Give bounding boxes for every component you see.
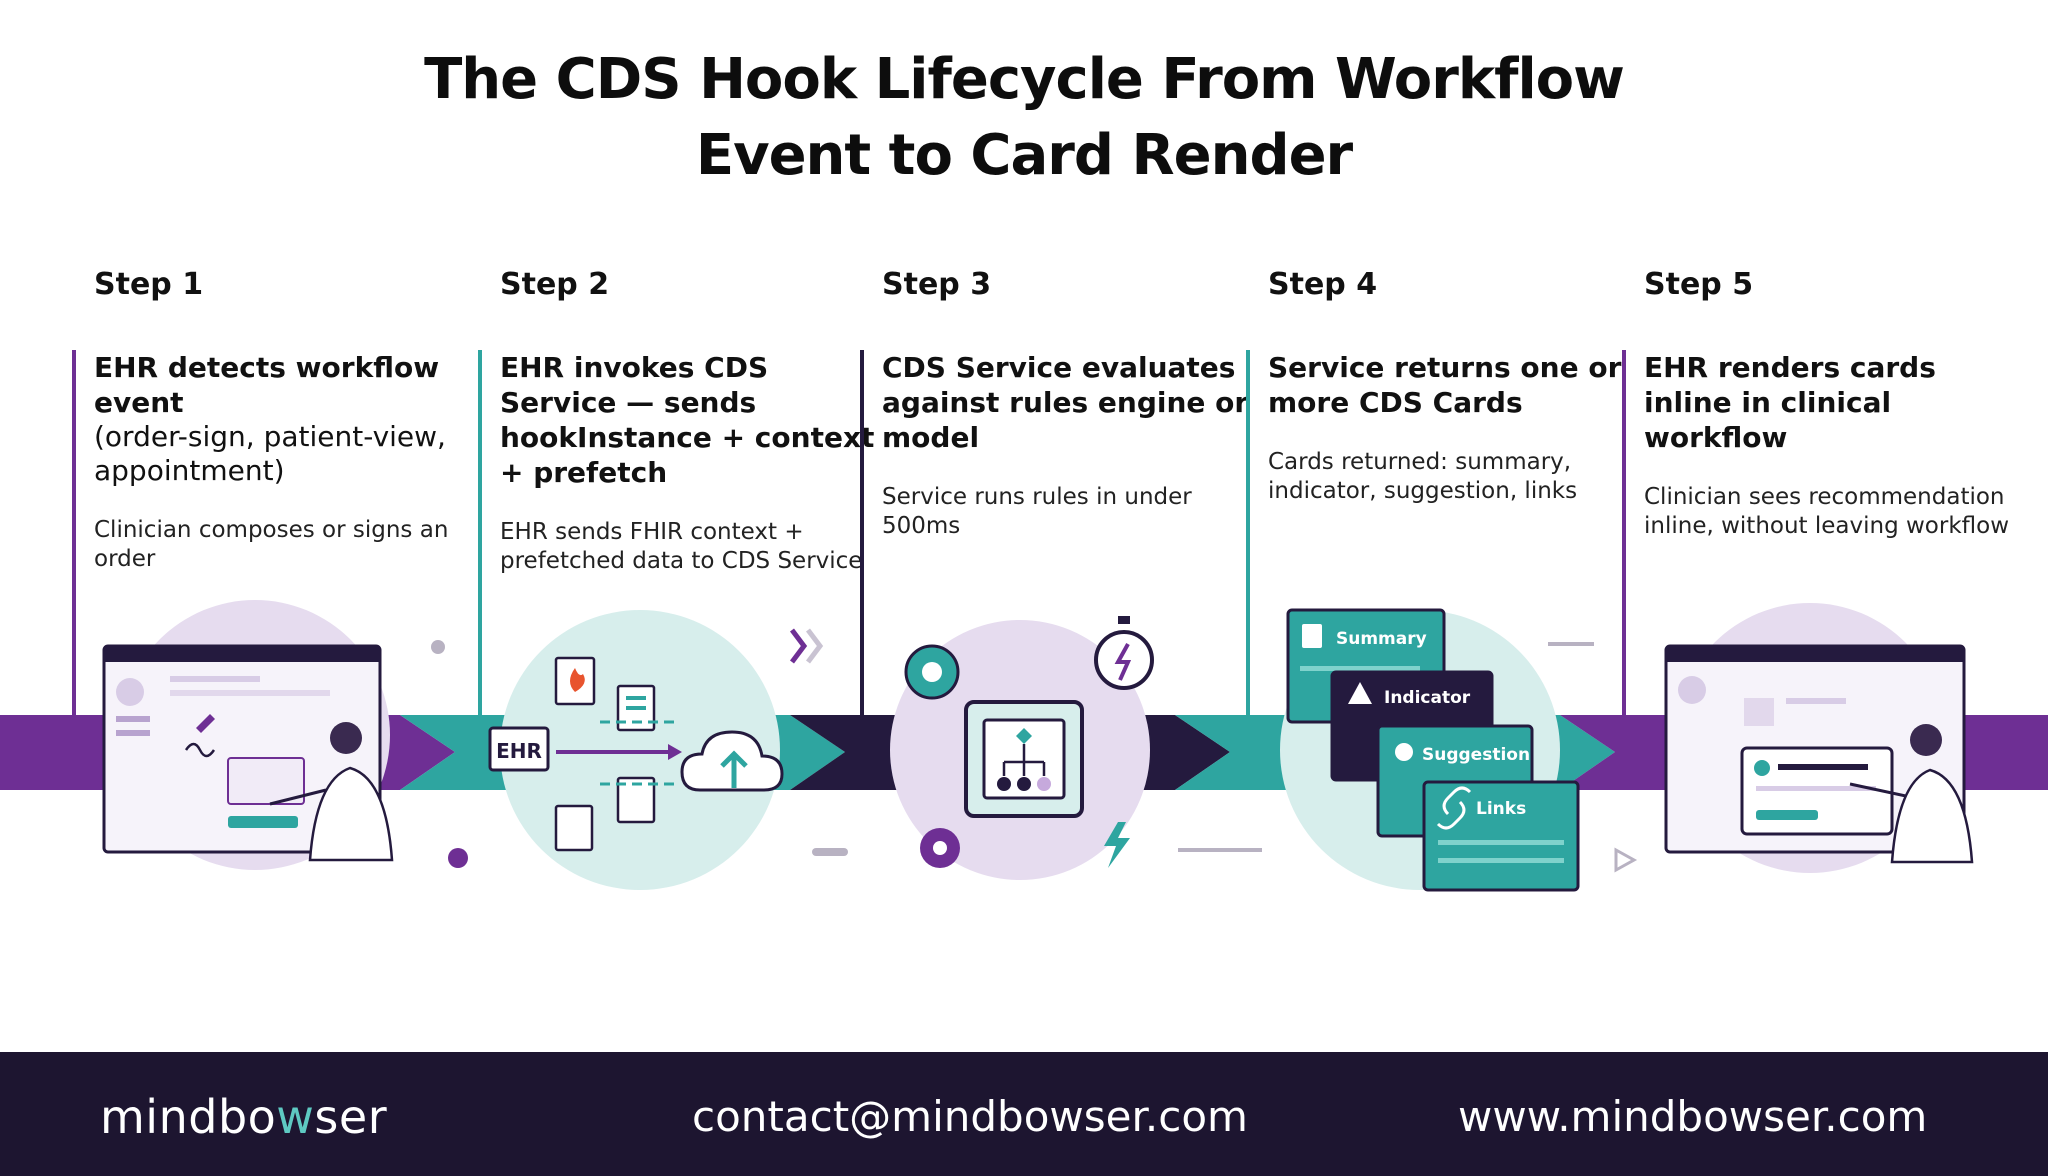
step-5-body: EHR renders cards inline in clinical wor…	[1622, 350, 2022, 730]
brand-suffix: ser	[314, 1090, 388, 1144]
card-suggestion-label: Suggestion	[1422, 745, 1530, 765]
step-4-body: Service returns one or more CDS Cards Ca…	[1246, 350, 1646, 730]
checklist-document-icon	[616, 776, 656, 824]
sign-order-button	[228, 816, 298, 828]
step-5-description: Clinician sees recommendation inline, wi…	[1644, 484, 2010, 539]
signature-icon	[184, 742, 216, 758]
pen-icon	[196, 714, 215, 733]
title-line-1: The CDS Hook Lifecycle From Workflow	[424, 47, 1625, 112]
clinician-figure	[269, 722, 394, 862]
step-1-heading-extra: (order-sign, patient-view, appointment)	[94, 420, 446, 487]
illustration-step-1	[102, 600, 468, 870]
user-avatar-icon	[116, 678, 144, 706]
link-icon	[1436, 786, 1472, 830]
clinician-figure-2	[1849, 724, 1974, 864]
play-icon	[1614, 847, 1638, 873]
step-2-body: EHR invokes CDS Service — sends hookInst…	[478, 350, 878, 730]
fhir-flame-icon	[570, 668, 585, 692]
step-2-heading: EHR invokes CDS Service — sends hookInst…	[500, 351, 875, 489]
step-4-label: Step 4	[1268, 267, 1378, 302]
title-line-2: Event to Card Render	[695, 123, 1353, 188]
ehr-screen-titlebar	[104, 646, 380, 662]
user-avatar-icon-2	[1678, 676, 1706, 704]
brand-prefix: mindbo	[100, 1090, 277, 1144]
summary-doc-icon	[1302, 624, 1322, 648]
step-5-heading: EHR renders cards inline in clinical wor…	[1644, 351, 1936, 454]
step-5-label: Step 5	[1644, 267, 1754, 302]
step-2: Step 2 EHR invokes CDS Service — sends h…	[478, 262, 878, 730]
step-2-description: EHR sends FHIR context + prefetched data…	[500, 519, 863, 574]
card-summary-label: Summary	[1336, 629, 1427, 649]
illustration-step-2: EHR	[488, 610, 848, 890]
step-4-heading: Service returns one or more CDS Cards	[1268, 351, 1622, 419]
card-links: Links	[1422, 780, 1580, 892]
lightning-icon	[1104, 822, 1130, 868]
chevron-right-icon	[790, 628, 808, 664]
prefetch-document-icon	[554, 804, 594, 852]
lifecycle-flow-illustration: EHR	[0, 600, 2048, 892]
step-1-heading: EHR detects workflow event	[94, 351, 440, 419]
step-4: Step 4 Service returns one or more CDS C…	[1246, 262, 1646, 730]
order-form	[227, 757, 305, 805]
step-1-body: EHR detects workflow event (order-sign, …	[72, 350, 472, 730]
ehr-box	[488, 726, 550, 772]
step-2-label: Step 2	[500, 267, 610, 302]
website-link[interactable]: www.mindbowser.com	[1458, 1092, 1928, 1141]
step-5: Step 5 EHR renders cards inline in clini…	[1622, 262, 2022, 730]
lightbulb-icon	[1395, 743, 1413, 761]
mindbowser-logo: mindbowser	[100, 1092, 387, 1142]
footer: mindbowser contact@mindbowser.com www.mi…	[0, 1052, 2048, 1176]
step-1-label: Step 1	[94, 267, 204, 302]
card-indicator-label: Indicator	[1384, 688, 1471, 708]
step-3-description: Service runs rules in under 500ms	[882, 484, 1192, 539]
step-3-heading: CDS Service evaluates against rules engi…	[882, 351, 1249, 454]
contact-email[interactable]: contact@mindbowser.com	[692, 1092, 1248, 1141]
page-title: The CDS Hook Lifecycle From Workflow Eve…	[0, 42, 2048, 194]
illustration-step-4: Summary Indicator Suggestion Links	[1280, 608, 1638, 892]
card-links-label: Links	[1476, 799, 1526, 819]
step-4-description: Cards returned: summary, indicator, sugg…	[1268, 449, 1578, 504]
card-action-button	[1756, 810, 1818, 820]
warning-icon	[1348, 682, 1372, 704]
step-1-description: Clinician composes or signs an order	[94, 517, 449, 572]
brand-accent: w	[276, 1090, 315, 1144]
illustration-step-3	[890, 616, 1262, 880]
illustration-step-5	[1664, 603, 1974, 873]
step-3-body: CDS Service evaluates against rules engi…	[860, 350, 1260, 730]
step-3-label: Step 3	[882, 267, 992, 302]
step-3: Step 3 CDS Service evaluates against rul…	[860, 262, 1260, 730]
decision-tree-icon	[1016, 728, 1032, 744]
ehr-box-label: EHR	[496, 739, 542, 763]
step-1: Step 1 EHR detects workflow event (order…	[72, 262, 472, 730]
